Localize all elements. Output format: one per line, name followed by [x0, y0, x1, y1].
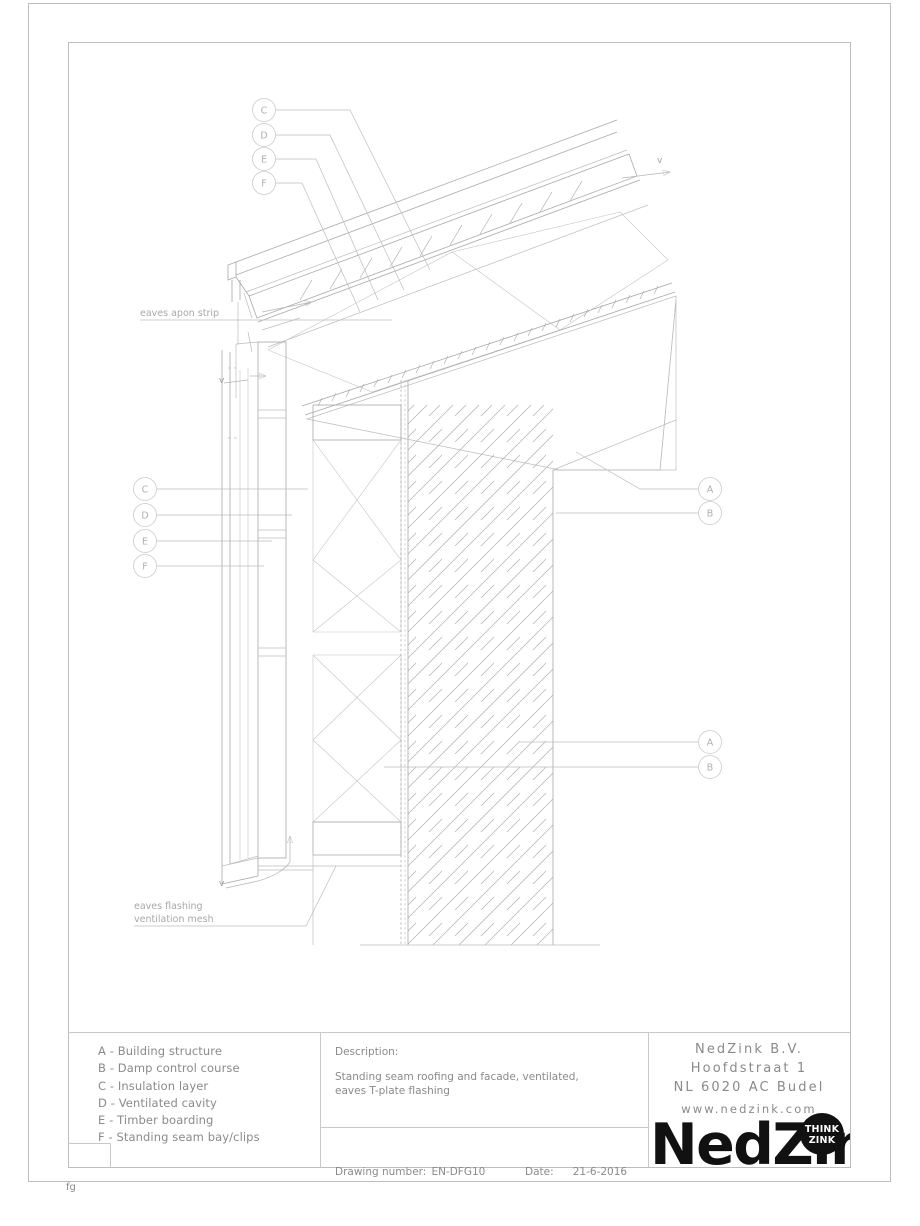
t-plate-flashing	[227, 261, 253, 319]
corner-mark: fg	[66, 1182, 76, 1193]
callout-bubble-a: A	[698, 730, 722, 754]
wall-build-up	[221, 341, 287, 867]
leader-lines	[140, 109, 698, 768]
drawing-annotations: eaves apon strip eaves flashing ventilatio…	[134, 308, 219, 925]
legend-item-c: C - Insulation layer	[98, 1078, 209, 1093]
description-label: Description:	[335, 1046, 399, 1058]
sheet-borders	[28, 3, 891, 1182]
description-block: Description: Standing seam roofing and f…	[335, 1046, 635, 1098]
legend-list: A - Building structure B - Damp control …	[98, 1043, 313, 1147]
badge-line-2: ZINK	[809, 1135, 836, 1146]
vent-label-vent-bottom: v	[219, 879, 225, 889]
callout-letter: B	[707, 509, 714, 520]
building-structure	[312, 300, 677, 946]
drawing-number-block: Drawing number: EN-DFG10	[335, 1160, 485, 1179]
eaves-flashing-detail	[134, 858, 401, 927]
callout-letter: C	[261, 106, 268, 117]
callout-bubble-e: E	[252, 147, 276, 171]
annotation-eaves-flashing: eaves flashing	[134, 901, 203, 912]
roof-assembly	[227, 119, 677, 471]
callout-letter: D	[260, 131, 267, 142]
callout-bubble-f: F	[133, 554, 157, 578]
description-line-2: eaves T-plate flashing	[335, 1085, 450, 1097]
nedzink-logo: NedZink THINK ZINK	[648, 1112, 850, 1170]
legend-item-d: D - Ventilated cavity	[98, 1095, 217, 1110]
callout-letter: F	[261, 179, 266, 190]
callout-letter: E	[142, 537, 148, 548]
callout-bubble-d: D	[133, 503, 157, 527]
callout-bubble-f: F	[252, 171, 276, 195]
company-website[interactable]: www.nedzink.com	[681, 1102, 817, 1116]
callout-letter: F	[142, 562, 147, 573]
legend-item-f: F - Standing seam bay/clips	[98, 1130, 260, 1145]
callout-bubble-a: A	[698, 477, 722, 501]
callout-letter: A	[707, 485, 714, 496]
date-block: Date: 21-6-2016	[525, 1160, 627, 1179]
ventilation-arrows	[223, 172, 670, 889]
vent-labels: v v v	[219, 156, 663, 889]
date-value: 21-6-2016	[572, 1166, 628, 1178]
callout-bubbles: C D E F C D E F A B A B	[133, 98, 722, 779]
company-street: Hoofdstraat 1	[690, 1061, 808, 1076]
date-label: Date:	[525, 1166, 554, 1178]
legend-item-e: E - Timber boarding	[98, 1113, 214, 1128]
badge-line-1: THINK	[805, 1124, 840, 1135]
callout-bubble-d: D	[252, 123, 276, 147]
annotation-ventilation-mesh: ventilation mesh	[134, 914, 214, 925]
title-block-grid	[68, 1032, 851, 1168]
drawing-number-value: EN-DFG10	[431, 1166, 486, 1178]
company-city: NL 6020 AC Budel	[673, 1080, 825, 1095]
callout-bubble-b: B	[698, 755, 722, 779]
vent-label-vent-top-right: v	[657, 156, 663, 166]
callout-bubble-c: C	[252, 98, 276, 122]
callout-letter: E	[261, 155, 267, 166]
callout-bubble-b: B	[698, 501, 722, 525]
callout-letter: D	[141, 511, 148, 522]
description-line-1: Standing seam roofing and facade, ventil…	[335, 1071, 579, 1083]
callout-bubble-e: E	[133, 529, 157, 553]
callout-letter: C	[142, 485, 149, 496]
drawing-number-label: Drawing number:	[335, 1166, 427, 1178]
callout-bubble-c: C	[133, 477, 157, 501]
callout-letter: B	[707, 763, 714, 774]
vent-label-vent-left-upper: v	[219, 376, 225, 386]
callout-letter: A	[707, 738, 714, 749]
legend-item-a: A - Building structure	[98, 1044, 223, 1058]
legend-item-b: B - Damp control course	[98, 1061, 240, 1076]
company-address: NedZink B.V. Hoofdstraat 1 NL 6020 AC Bu…	[648, 1040, 850, 1116]
annotation-eaves-apon-strip: eaves apon strip	[140, 308, 219, 319]
think-zink-badge	[800, 1113, 844, 1155]
company-name: NedZink B.V.	[695, 1042, 803, 1057]
